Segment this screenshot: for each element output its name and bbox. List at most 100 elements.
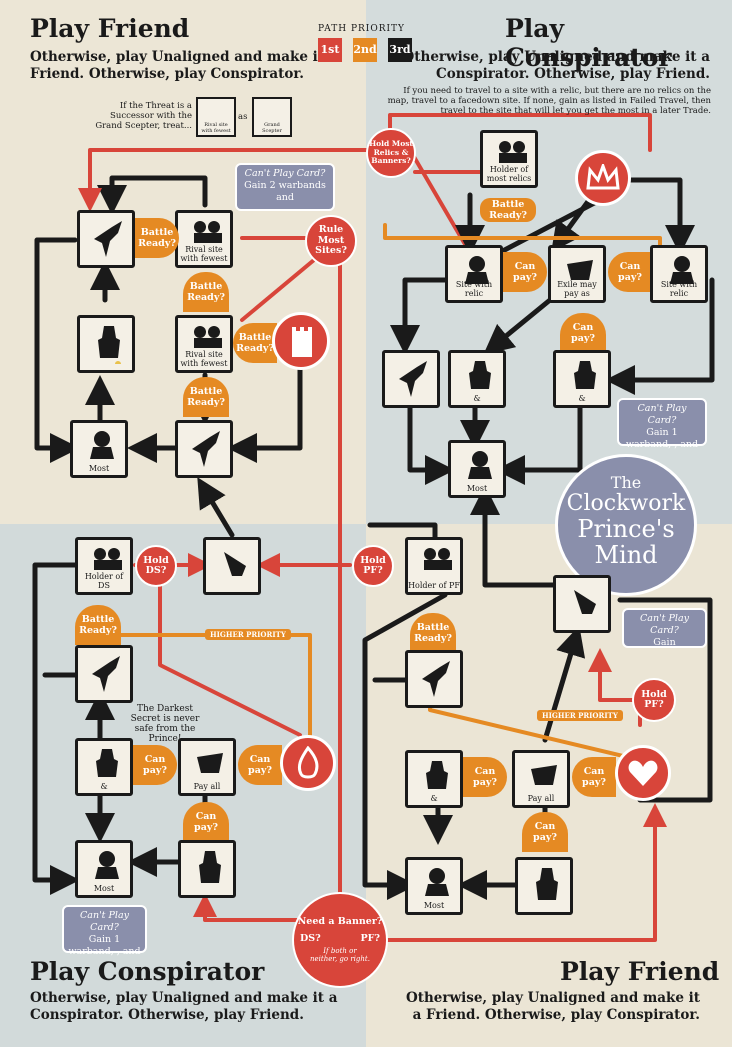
hold-pf-right-circle: Hold PF? xyxy=(632,678,676,722)
horn-icon xyxy=(574,590,596,614)
threat-as: as xyxy=(238,112,248,122)
br-node-fist xyxy=(515,857,573,915)
tr-node-both2: & xyxy=(553,350,611,408)
br-most-label: Most xyxy=(423,901,445,910)
relic-icon xyxy=(574,361,596,389)
tl-cant-play-title: Can't Play Card? xyxy=(244,168,326,179)
darkest-secret-note: The Darkest Secret is never safe from th… xyxy=(130,704,200,744)
warrior-icon xyxy=(94,548,122,570)
hold-ds-circle: Hold DS? xyxy=(135,545,177,587)
br-node-horn xyxy=(553,575,611,633)
logo-line4: Mind xyxy=(594,541,658,569)
tl-battle-ready-3: Battle Ready? xyxy=(233,323,277,363)
tr-title: Play Conspirator xyxy=(505,14,672,72)
warrior-icon xyxy=(499,141,527,163)
relic-icon xyxy=(531,765,557,785)
br-can-pay-1: Can pay? xyxy=(463,757,507,797)
tr-both2-label: & xyxy=(578,394,586,403)
tl-node-relic xyxy=(77,315,135,373)
tr-can-pay-1: Can pay? xyxy=(503,252,547,292)
bird-icon xyxy=(192,431,220,467)
warrior-icon xyxy=(465,256,489,284)
priority-second: 2nd xyxy=(353,38,377,62)
br-payall-label: Pay all xyxy=(527,794,555,803)
br-node-both: & xyxy=(405,750,463,808)
bl-can-pay-1: Can pay? xyxy=(133,745,177,785)
tl-subtitle: Otherwise, play Unaligned and make it a … xyxy=(30,49,338,82)
bird-icon xyxy=(399,361,427,397)
threat-scepter-label: Grand Scepter xyxy=(262,122,282,134)
tr-node-exile: Exile may pay as xyxy=(548,245,606,303)
bl-node-payall: Pay all xyxy=(178,738,236,796)
tl-cant-play: Can't Play Card?Gain 2 warbands and xyxy=(235,163,335,211)
br-holder-label: Holder of PF xyxy=(408,581,460,590)
tl-node-bird xyxy=(175,420,233,478)
tl-battle-ready-2: Battle Ready? xyxy=(183,272,229,312)
bird-icon xyxy=(92,656,120,692)
bl-node-horn xyxy=(203,537,261,595)
hold-pf-mid-circle: Hold PF? xyxy=(352,545,394,587)
tr-node-most: Most xyxy=(448,440,506,498)
br-battle-ready: Battle Ready? xyxy=(410,613,456,653)
bird-icon xyxy=(94,221,122,257)
tr-exile-label: Exile may pay as xyxy=(557,280,597,298)
tr-node-holder: Holder of most relics xyxy=(480,130,538,188)
br-node-holder: Holder of PF xyxy=(405,537,463,595)
br-higher-priority: HIGHER PRIORITY xyxy=(537,710,623,721)
crown-icon xyxy=(575,150,631,206)
tr-site2-label: Site with relic xyxy=(660,280,698,298)
heart-icon xyxy=(615,745,671,801)
br-node-payall: Pay all xyxy=(512,750,570,808)
relic-icon xyxy=(536,868,558,900)
bl-can-pay-3: Can pay? xyxy=(183,802,229,842)
br-node-bird xyxy=(405,650,463,708)
warrior-icon xyxy=(424,548,452,570)
bl-subtitle: Otherwise, play Unaligned and make it a … xyxy=(30,990,338,1023)
tr-battle-ready: Battle Ready? xyxy=(480,198,536,222)
tl-rival1-label: Rival site with fewest xyxy=(180,245,228,263)
bird-icon xyxy=(422,661,450,697)
tower-icon xyxy=(272,312,330,370)
warrior-icon xyxy=(670,256,694,284)
tl-battle-ready-1: Battle Ready? xyxy=(135,218,179,258)
tl-cant-play-body: Gain 2 warbands and xyxy=(244,180,326,203)
bl-node-fist xyxy=(178,840,236,898)
banner-note: If both or neither, go right. xyxy=(310,947,370,963)
bl-payall-label: Pay all xyxy=(193,782,221,791)
relic-icon xyxy=(469,361,491,389)
tl-node-rival1: Rival site with fewest xyxy=(175,210,233,268)
flame-icon xyxy=(280,735,336,791)
tr-can-pay-3: Can pay? xyxy=(560,313,606,353)
tl-node-most: Most xyxy=(70,420,128,478)
hold-relics-circle: Hold Most Relics & Banners? xyxy=(366,128,416,178)
rule-most-sites-circle: Rule Most Sites? xyxy=(305,215,357,267)
tl-battle-ready-4: Battle Ready? xyxy=(183,377,229,417)
tr-can-pay-2: Can pay? xyxy=(608,252,652,292)
bl-most-label: Most xyxy=(93,884,115,893)
warrior-icon xyxy=(95,851,119,879)
warrior-icon xyxy=(425,868,449,896)
bl-higher-priority: HIGHER PRIORITY xyxy=(205,629,291,640)
bl-node-holder: Holder of DS xyxy=(75,537,133,595)
tr-node-bird xyxy=(382,350,440,408)
threat-rival-box: Rival site with fewest xyxy=(196,97,236,137)
bl-battle-ready: Battle Ready? xyxy=(75,605,121,645)
tl-most-label: Most xyxy=(88,464,110,473)
relic-icon xyxy=(199,851,221,883)
bl-node-both: & xyxy=(75,738,133,796)
bl-cant-play: Can't Play Card?Gain 1 warband, , and xyxy=(62,905,147,957)
need-banner-circle: Need a Banner? DS? PF? If both or neithe… xyxy=(292,892,388,988)
warrior-icon xyxy=(194,326,222,348)
threat-rival-label: Rival site with fewest xyxy=(201,122,231,134)
tr-subtitle: Otherwise, play Unaligned and make it a … xyxy=(402,49,710,82)
warrior-icon xyxy=(90,431,114,459)
bl-holder-label: Holder of DS xyxy=(84,572,124,590)
bl-node-bird xyxy=(75,645,133,703)
threat-note-text: If the Threat is a Successor with the Gr… xyxy=(95,101,192,131)
br-subtitle: Otherwise, play Unaligned and make it a … xyxy=(405,990,700,1023)
tr-node-site1: Site with relic xyxy=(445,245,503,303)
path-priority-label: PATH PRIORITY xyxy=(318,24,405,34)
tr-cant-play-title: Can't Play Card? xyxy=(637,403,687,426)
tr-cant-play: Can't Play Card?Gain 1 warband, , and xyxy=(617,398,707,450)
tl-rival2-label: Rival site with fewest xyxy=(180,350,228,368)
